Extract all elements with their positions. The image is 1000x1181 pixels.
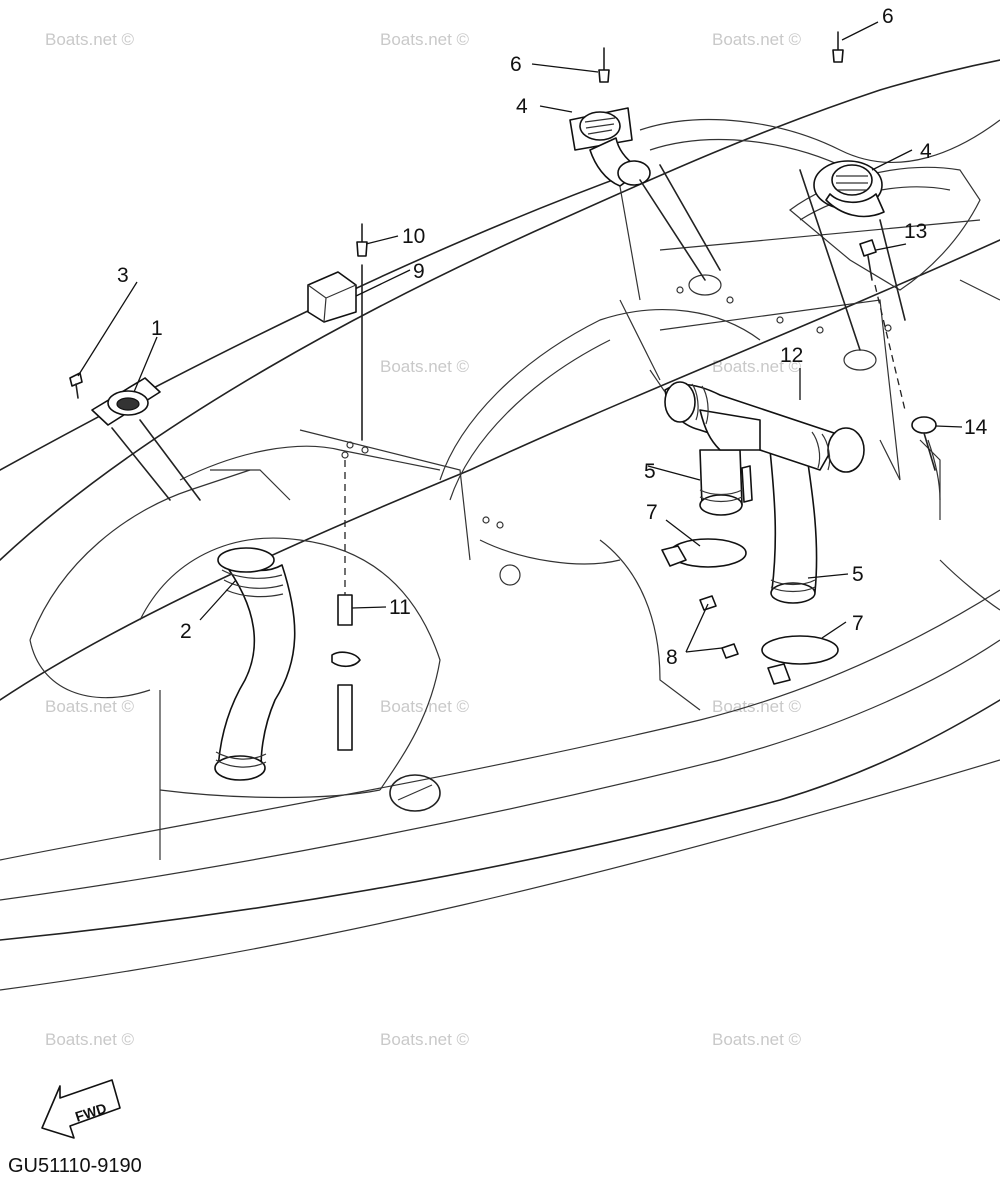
part-12-t-joint[interactable] <box>664 381 865 503</box>
callout-4-right: 4 <box>920 140 932 163</box>
callout-5-upper: 5 <box>644 460 656 483</box>
watermark: Boats.net © <box>45 1030 135 1049</box>
part-10-rivet[interactable] <box>356 223 368 257</box>
watermark: Boats.net © <box>45 30 135 49</box>
part-6-rivet-right[interactable] <box>832 31 844 63</box>
leader-lines <box>77 21 963 653</box>
part-4-vent-right[interactable] <box>813 160 885 218</box>
callout-7-upper: 7 <box>646 501 658 524</box>
callout-11: 11 <box>389 596 411 619</box>
watermark: Boats.net © <box>712 1030 802 1049</box>
callout-6-left: 6 <box>510 53 522 76</box>
watermark: Boats.net © <box>380 697 470 716</box>
callout-labels: 3 1 2 4 4 5 5 6 6 7 7 8 9 10 11 12 13 14 <box>117 5 988 669</box>
hull-outline <box>0 59 1000 991</box>
watermark: Boats.net © <box>380 1030 470 1049</box>
callout-3: 3 <box>117 264 129 287</box>
callout-2: 2 <box>180 620 192 643</box>
part-8-screw-lower[interactable] <box>721 643 739 659</box>
part-14-clip[interactable] <box>911 416 941 501</box>
part-5-hose-lower[interactable] <box>769 449 818 604</box>
callout-5-lower: 5 <box>852 563 864 586</box>
part-9-module-box[interactable] <box>307 271 357 323</box>
callout-7-lower: 7 <box>852 612 864 635</box>
part-6-rivet-left[interactable] <box>598 47 610 83</box>
part-3-screw[interactable] <box>69 372 83 399</box>
part-7-clamp-upper[interactable] <box>661 538 747 568</box>
part-1-flange[interactable] <box>91 377 161 426</box>
watermarks: Boats.net © Boats.net © Boats.net © Boat… <box>45 30 802 1049</box>
fwd-arrow-icon: FWD <box>41 1079 121 1139</box>
callout-1: 1 <box>151 317 163 340</box>
callout-10: 10 <box>402 225 425 248</box>
bulkhead-holes <box>341 274 892 812</box>
watermark: Boats.net © <box>712 30 802 49</box>
callout-6-right: 6 <box>882 5 894 28</box>
part-8-screw-upper[interactable] <box>699 595 717 611</box>
callout-12: 12 <box>780 344 803 367</box>
part-5-hose-upper[interactable] <box>699 449 743 516</box>
callout-14: 14 <box>964 416 988 439</box>
part-2-duct-hose[interactable] <box>214 547 296 781</box>
watermark: Boats.net © <box>45 697 135 716</box>
watermark: Boats.net © <box>712 357 802 376</box>
part-11-drain-tube[interactable] <box>331 594 361 751</box>
watermark: Boats.net © <box>380 30 470 49</box>
callout-4-left: 4 <box>516 95 528 118</box>
part-4-vent-left[interactable] <box>569 107 651 187</box>
assembly-lines <box>111 164 906 595</box>
callout-9: 9 <box>413 260 425 283</box>
part-13-bolt[interactable] <box>859 239 877 281</box>
callout-8: 8 <box>666 646 678 669</box>
watermark: Boats.net © <box>380 357 470 376</box>
diagram-code: GU51110-9190 <box>8 1155 142 1177</box>
callout-13: 13 <box>904 220 927 243</box>
part-7-clamp-lower[interactable] <box>761 635 839 685</box>
